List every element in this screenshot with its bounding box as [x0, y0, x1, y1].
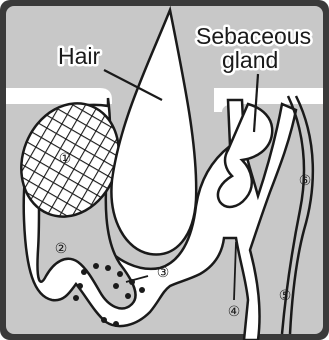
marker-3: ③: [157, 265, 170, 281]
marker-4: ④: [228, 304, 241, 320]
label-sebaceous-line2: gland: [222, 47, 278, 73]
marker-2: ②: [55, 241, 68, 257]
marker-1: ①: [59, 151, 72, 167]
marker-6: ⑥: [299, 173, 312, 189]
marker-5: ⑤: [279, 288, 292, 304]
label-sebaceous-line1: Sebaceous: [196, 23, 311, 49]
label-hair: Hair: [58, 43, 101, 69]
skin-surface-band: [6, 88, 112, 104]
